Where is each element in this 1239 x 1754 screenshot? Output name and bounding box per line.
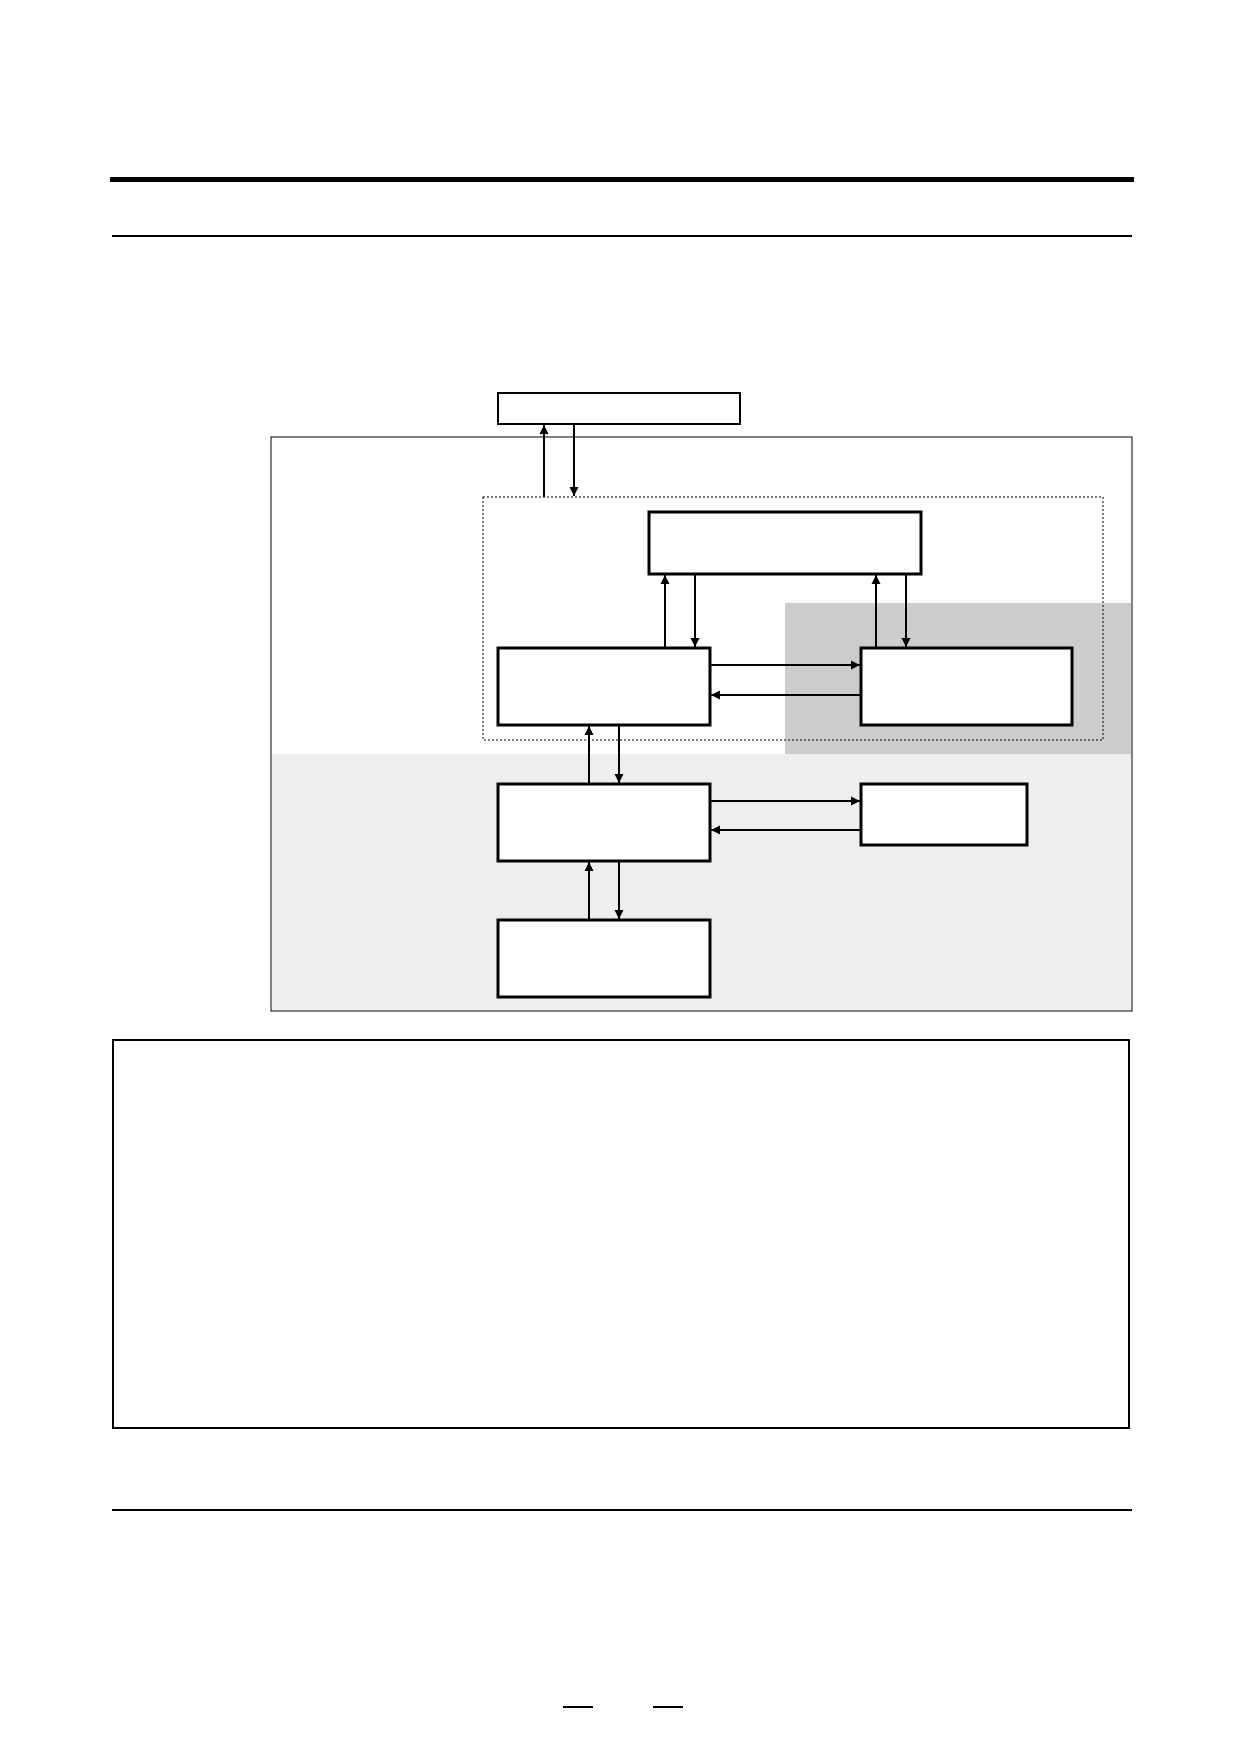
block-middle-right (859, 646, 1074, 727)
block-bottom (496, 918, 712, 999)
page-number-dash-left (563, 1706, 593, 1708)
header-rule-thin (112, 235, 1132, 237)
block-middle-left (496, 646, 712, 727)
note-box (112, 1039, 1130, 1429)
block-lower-left (496, 782, 712, 863)
block-lower-right (859, 782, 1029, 847)
footer-rule (112, 1509, 1132, 1511)
dotted-group-boundary (482, 496, 1104, 741)
block-upper-center (647, 510, 923, 576)
block-top (497, 392, 741, 425)
page-number (562, 1692, 686, 1712)
outer-frame-border (270, 436, 1133, 1012)
page-number-dash-right (653, 1706, 683, 1708)
header-rule-thick (110, 177, 1134, 182)
block-diagram (270, 392, 1133, 1012)
